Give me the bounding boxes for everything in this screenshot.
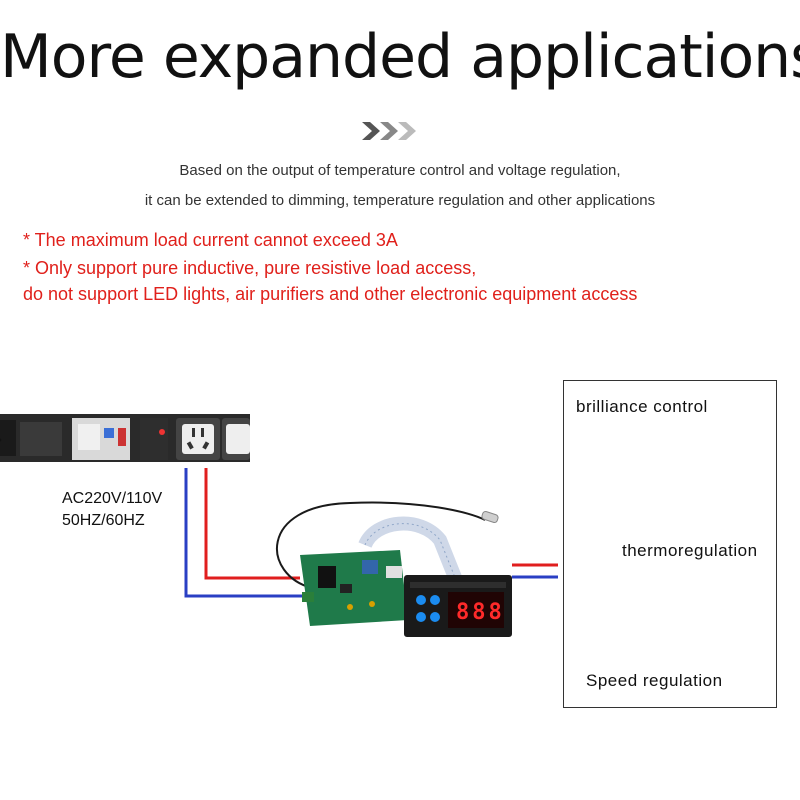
label-brilliance-control: brilliance control (576, 397, 708, 416)
controller-button-4 (430, 612, 440, 622)
potentiometer-icon (362, 560, 378, 574)
controller-display (404, 575, 512, 637)
applications-panel: brilliance control thermoregulation Spee… (563, 380, 777, 708)
socket-icon (182, 424, 214, 454)
power-strip (0, 414, 250, 462)
subtitle-line-1: Based on the output of temperature contr… (179, 162, 621, 179)
controller-button-2 (430, 595, 440, 605)
note-max-current: * The maximum load current cannot exceed… (23, 230, 398, 250)
relay-icon (318, 566, 336, 588)
controller-button-3 (416, 612, 426, 622)
supply-voltage: AC220V/110V (62, 490, 163, 507)
subtitle-line-2: it can be extended to dimming, temperatu… (144, 192, 656, 209)
label-thermoregulation: thermoregulation (622, 541, 758, 560)
page-title: More expanded applications (0, 22, 800, 92)
supply-frequency: 50HZ/60HZ (62, 512, 145, 529)
temperature-probe-icon (481, 511, 499, 523)
controller-readout: 888 (456, 600, 505, 625)
note-unsupported: do not support LED lights, air purifiers… (23, 284, 638, 304)
note-load-type: * Only support pure inductive, pure resi… (23, 258, 477, 278)
control-board (300, 550, 408, 626)
chevrons-icon (362, 122, 416, 140)
label-speed-regulation: Speed regulation (586, 671, 723, 690)
controller-button-1 (416, 595, 426, 605)
